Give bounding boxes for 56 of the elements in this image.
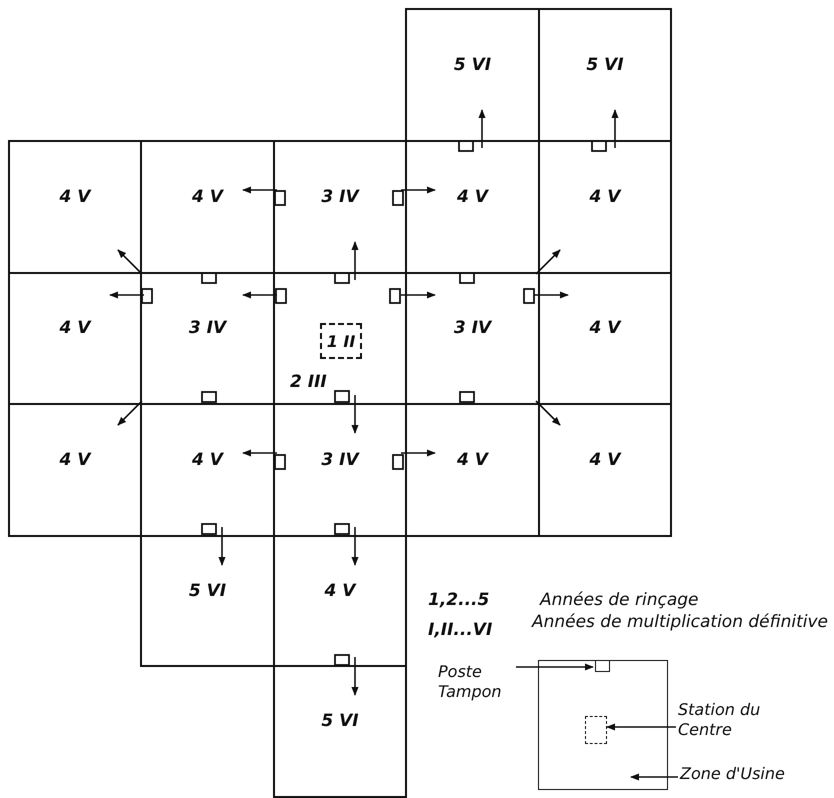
spread-arrow xyxy=(242,291,277,299)
plot-code: 3 IV xyxy=(321,450,359,470)
legend-station-square xyxy=(585,716,607,744)
plot-code: 4 V xyxy=(590,318,620,338)
plot-code: 4 V xyxy=(192,450,223,470)
leader-arrow xyxy=(606,723,676,731)
legend-post-square xyxy=(595,660,610,672)
spread-arrow xyxy=(401,186,436,194)
field-square xyxy=(538,403,672,537)
spread-arrow xyxy=(611,109,619,148)
plot-code: 4 V xyxy=(192,186,223,207)
spread-arrow xyxy=(401,449,436,457)
plot-code: 3 IV xyxy=(188,318,226,338)
plot-code: 5 VI xyxy=(454,54,492,75)
field-square xyxy=(538,8,672,142)
field-square xyxy=(8,140,142,274)
spread-arrow xyxy=(109,291,144,299)
leader-arrow xyxy=(630,773,678,781)
legend-callout-text: Poste Tampon xyxy=(438,662,518,706)
spread-arrow xyxy=(535,249,561,275)
plot-code: 4 V xyxy=(60,318,90,338)
plot-code: 4 V xyxy=(324,580,356,601)
legend-key: 1,2...5 xyxy=(428,590,528,610)
plot-code: 3 IV xyxy=(321,186,359,207)
plot-code: 4 V xyxy=(60,186,90,207)
plot-code: 4 V xyxy=(60,450,90,470)
leader-arrow xyxy=(516,663,594,671)
legend-text: Années de rinçage xyxy=(540,590,700,610)
spread-arrow xyxy=(478,109,486,148)
legend-callout-text: Station du Centre xyxy=(678,700,798,746)
spread-arrow xyxy=(242,449,277,457)
spread-arrow xyxy=(401,291,436,299)
field-square xyxy=(273,665,407,798)
plot-code: 5 VI xyxy=(586,54,624,75)
field-square xyxy=(405,8,540,142)
spread-arrow xyxy=(117,249,143,275)
field-square xyxy=(140,535,275,667)
plot-code: 5 VI xyxy=(188,580,226,601)
plot-code: 5 VI xyxy=(321,711,359,732)
station-box: 1 II xyxy=(320,323,362,359)
plot-code: 4 V xyxy=(457,186,488,207)
spread-arrow xyxy=(351,241,359,280)
plot-code: 4 V xyxy=(457,450,488,470)
spread-arrow xyxy=(534,291,569,299)
spread-arrow xyxy=(351,527,359,566)
spread-arrow xyxy=(351,657,359,696)
spread-arrow xyxy=(351,395,359,434)
plot-code: 2 III xyxy=(290,372,327,392)
plot-code: 4 V xyxy=(590,450,620,470)
legend-callout-text: Zone d'Usine xyxy=(680,764,834,790)
spread-arrow xyxy=(242,186,277,194)
field-square xyxy=(8,403,142,537)
spread-arrow xyxy=(218,527,226,566)
plot-code: 4 V xyxy=(590,186,620,207)
plot-code: 3 IV xyxy=(454,318,492,338)
legend-zone-square xyxy=(538,660,668,790)
